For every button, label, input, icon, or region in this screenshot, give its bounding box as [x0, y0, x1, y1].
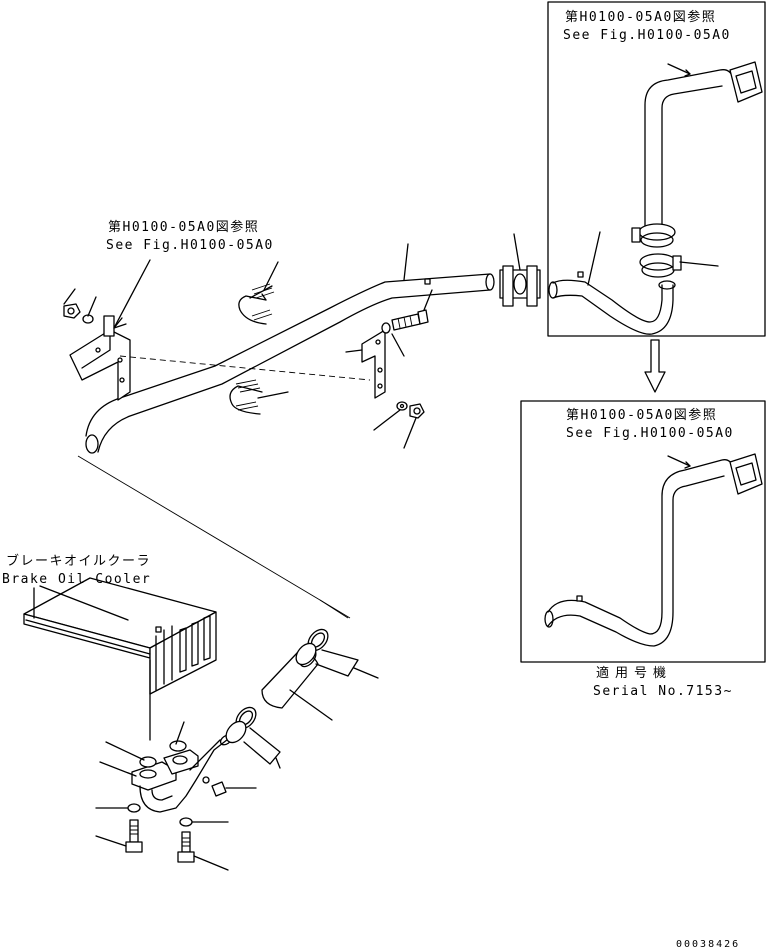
- cooler-elbow: [99, 721, 233, 813]
- inset-top-upper-pipe: [644, 61, 763, 229]
- cooler-label-jp: ブレーキオイルクーラ: [6, 554, 152, 569]
- u-bolt-lower: [229, 379, 289, 415]
- plug: [211, 781, 257, 797]
- lower-bolts: [95, 803, 229, 871]
- main-ref-jp: 第H0100-05A0図参照: [108, 220, 260, 235]
- u-bolt-axis: [119, 355, 371, 381]
- inset-top-ref-jp: 第H0100-05A0図参照: [565, 10, 717, 25]
- left-bracket: [63, 259, 151, 401]
- serial-label-jp: 適用号機: [596, 666, 673, 681]
- inset-top-lower-pipe: [548, 231, 676, 335]
- inset-bottom-frame: [520, 400, 766, 663]
- right-bracket: [345, 289, 433, 449]
- brake-oil-cooler: [23, 577, 217, 741]
- u-bolt-upper: [238, 261, 279, 325]
- cooler-label-en: Brake Oil Cooler: [2, 572, 152, 587]
- inset-top-clamp: [631, 223, 719, 278]
- inset-bottom-ref-jp: 第H0100-05A0図参照: [566, 408, 718, 423]
- main-ref-en: See Fig.H0100-05A0: [106, 238, 274, 253]
- main-coupling: [499, 233, 541, 307]
- main-pipe: [85, 243, 495, 454]
- hose-leader: [319, 599, 349, 619]
- down-arrow-icon: [644, 339, 666, 393]
- serial-label-en: Serial No.7153~: [593, 684, 733, 699]
- inset-top-frame: [547, 1, 766, 337]
- hose-assembly: [225, 628, 379, 769]
- drawing-number: 00038426: [676, 939, 741, 950]
- inset-bottom-ref-en: See Fig.H0100-05A0: [566, 426, 734, 441]
- inset-bottom-pipe: [544, 453, 763, 647]
- inset-top-ref-en: See Fig.H0100-05A0: [563, 28, 731, 43]
